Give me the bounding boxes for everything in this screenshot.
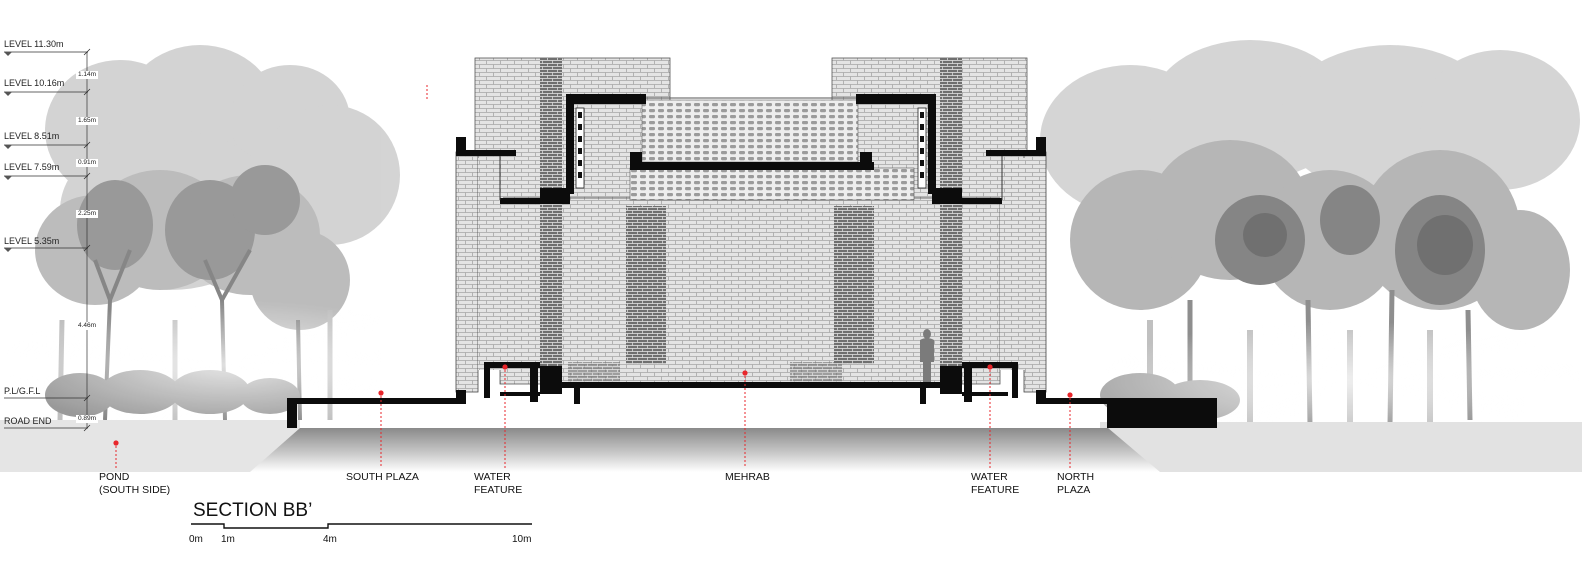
- callout-pond-line-1: POND: [99, 471, 130, 483]
- section-title: SECTION BB’: [193, 500, 313, 521]
- level-label-plinth: P.L/G.F.L: [4, 386, 41, 396]
- dim-ticks: [83, 48, 91, 432]
- scale-label-1: 1m: [221, 534, 235, 545]
- dimension-label: 0.91m: [76, 159, 98, 167]
- level-label-road-end: ROAD END: [4, 416, 52, 426]
- person-figure: [920, 329, 934, 382]
- callout-water-feature-north: WATER FEATURE: [971, 471, 1019, 497]
- callout-water-feature-south: WATER FEATURE: [474, 471, 522, 497]
- callout-north-plaza-line-2: PLAZA: [1057, 484, 1091, 496]
- scale-label-0: 0m: [189, 534, 203, 545]
- level-label-5-35: LEVEL 5.35m: [4, 236, 60, 246]
- callout-north-plaza: NORTH PLAZA: [1057, 471, 1094, 497]
- scale-label-4: 4m: [323, 534, 337, 545]
- callout-mehrab: MEHRAB: [725, 471, 770, 484]
- level-markers: [4, 52, 12, 252]
- dimension-label: 1.14m: [76, 71, 98, 79]
- callout-south-plaza: SOUTH PLAZA: [346, 471, 419, 484]
- level-label-7-59: LEVEL 7.59m: [4, 162, 60, 172]
- dimension-label: 1.65m: [76, 117, 98, 125]
- level-lines: [4, 51, 88, 429]
- callout-pond: POND (SOUTH SIDE): [99, 471, 170, 497]
- scale-bar: [191, 523, 532, 529]
- callout-north-plaza-line-1: NORTH: [1057, 471, 1095, 483]
- ground: [0, 420, 1582, 472]
- callout-water-feature-south-line-1: WATER: [474, 471, 511, 483]
- callout-water-feature-south-line-2: FEATURE: [474, 484, 523, 496]
- callout-water-feature-north-line-2: FEATURE: [971, 484, 1020, 496]
- dimension-label: 0.89m: [76, 415, 98, 423]
- dimension-label: 2.25m: [76, 210, 98, 218]
- callout-water-feature-north-line-1: WATER: [971, 471, 1008, 483]
- callout-south-plaza-line-1: SOUTH PLAZA: [346, 471, 419, 483]
- trees-right: [1040, 40, 1582, 440]
- trees-left: [0, 45, 460, 430]
- callout-markers: [113, 364, 1073, 446]
- dimension-label: 4.46m: [76, 322, 98, 330]
- level-label-8-51: LEVEL 8.51m: [4, 131, 60, 141]
- level-label-11-30: LEVEL 11.30m: [4, 39, 64, 49]
- callout-mehrab-line-1: MEHRAB: [725, 471, 770, 483]
- scale-label-10: 10m: [512, 534, 532, 545]
- building: [287, 57, 1217, 428]
- callout-pond-line-2: (SOUTH SIDE): [99, 484, 171, 496]
- callout-leaders: [115, 85, 1071, 468]
- level-label-10-16: LEVEL 10.16m: [4, 78, 65, 88]
